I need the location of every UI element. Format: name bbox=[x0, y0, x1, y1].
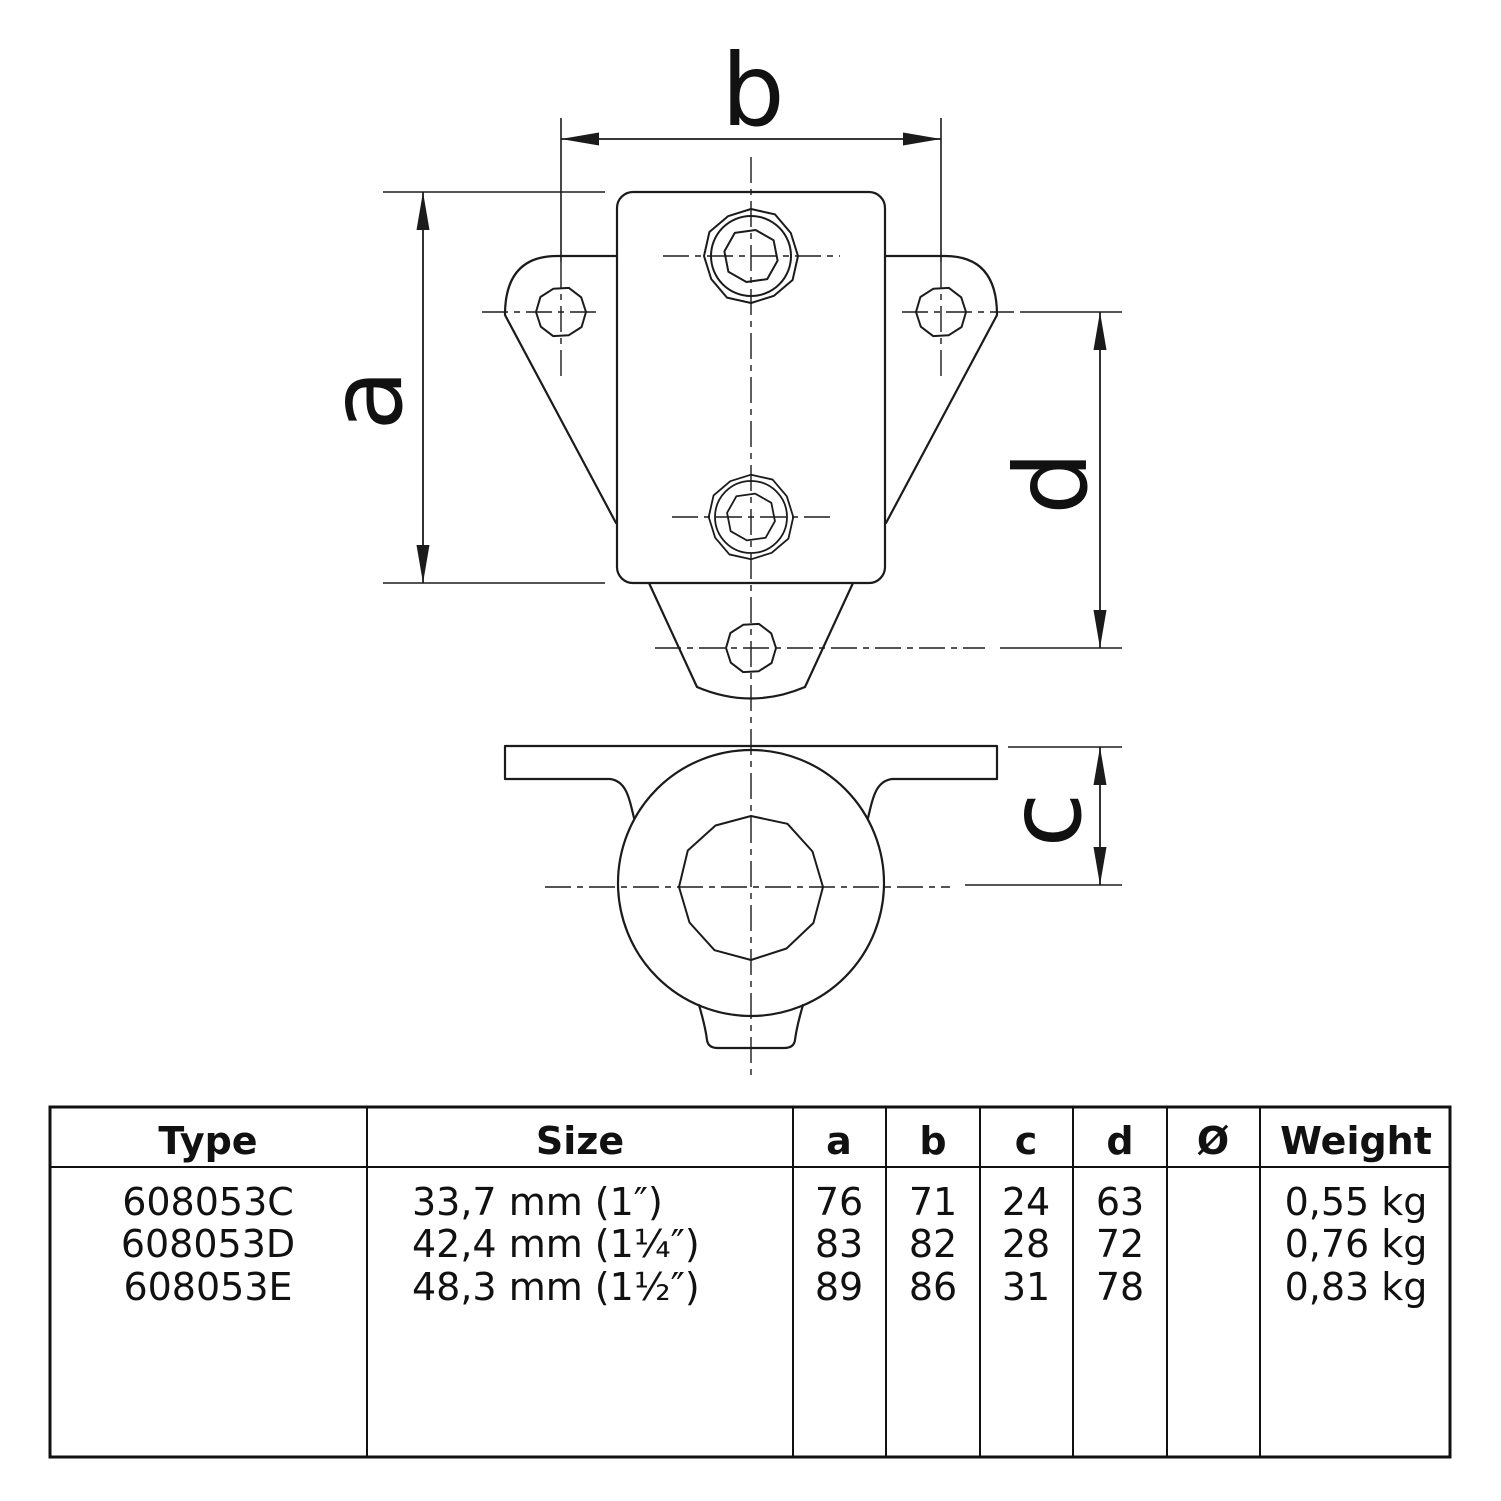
middle-setscrew-socket bbox=[726, 492, 776, 542]
dimension-d: d bbox=[993, 311, 1122, 649]
cell-c: 24 bbox=[1002, 1180, 1050, 1224]
dimension-c: c bbox=[965, 746, 1122, 886]
dim-label-c: c bbox=[987, 793, 1104, 848]
dim-a-arrow-down bbox=[416, 545, 430, 583]
cell-d: 63 bbox=[1096, 1180, 1144, 1224]
cell-d: 78 bbox=[1096, 1265, 1144, 1309]
flange-outline bbox=[503, 744, 999, 820]
table-row: 608053C 33,7 mm (1″) 76 71 24 63 0,55 kg bbox=[122, 1180, 1427, 1224]
dimension-a: a bbox=[308, 191, 605, 584]
top-setscrew-socket bbox=[723, 229, 779, 283]
header-a: a bbox=[826, 1119, 852, 1163]
dim-d-arrow-down bbox=[1093, 610, 1107, 648]
cell-d: 72 bbox=[1096, 1222, 1144, 1266]
dim-d-arrow-up bbox=[1093, 312, 1107, 350]
middle-setscrew-ring bbox=[714, 480, 788, 554]
header-d: d bbox=[1106, 1119, 1133, 1163]
cell-b: 82 bbox=[909, 1222, 957, 1266]
header-b: b bbox=[919, 1119, 946, 1163]
cell-size: 48,3 mm (1½″) bbox=[412, 1265, 700, 1309]
cell-c: 28 bbox=[1002, 1222, 1050, 1266]
dim-b-arrow-left bbox=[561, 132, 599, 146]
left-ear-outline bbox=[503, 254, 619, 525]
spec-table: Type Size a b c d Ø Weight 608053C 33,7 … bbox=[48, 1105, 1452, 1459]
cell-size: 42,4 mm (1¼″) bbox=[412, 1222, 700, 1266]
cell-c: 31 bbox=[1002, 1265, 1050, 1309]
cell-weight: 0,55 kg bbox=[1285, 1180, 1428, 1224]
dim-c-arrow-up bbox=[1093, 747, 1107, 785]
clamp-ring-outline bbox=[616, 748, 886, 1018]
cell-a: 83 bbox=[815, 1222, 863, 1266]
cell-weight: 0,83 kg bbox=[1285, 1265, 1428, 1309]
header-c: c bbox=[1015, 1119, 1038, 1163]
table-row: 608053D 42,4 mm (1¼″) 83 82 28 72 0,76 k… bbox=[121, 1222, 1428, 1266]
cell-b: 71 bbox=[909, 1180, 957, 1224]
header-size: Size bbox=[536, 1119, 624, 1163]
dim-label-a: a bbox=[308, 369, 425, 430]
header-type: Type bbox=[158, 1119, 257, 1163]
cell-type: 608053D bbox=[121, 1222, 295, 1266]
tab-hole bbox=[725, 622, 777, 674]
dimension-b: b bbox=[560, 32, 942, 262]
cell-type: 608053C bbox=[122, 1180, 294, 1224]
top-setscrew-boss bbox=[703, 208, 799, 304]
dim-b-arrow-right bbox=[903, 132, 941, 146]
cell-a: 89 bbox=[815, 1265, 863, 1309]
cell-weight: 0,76 kg bbox=[1285, 1222, 1428, 1266]
cell-type: 608053E bbox=[123, 1265, 292, 1309]
table-header-row: Type Size a b c d Ø Weight bbox=[158, 1119, 1431, 1163]
cell-a: 76 bbox=[815, 1180, 863, 1224]
bottom-lug-outline bbox=[697, 1003, 805, 1050]
dim-c-arrow-down bbox=[1093, 847, 1107, 885]
bottom-tab-outline bbox=[647, 581, 855, 700]
bottom-view: c bbox=[503, 744, 1122, 1050]
cell-b: 86 bbox=[909, 1265, 957, 1309]
dim-a-arrow-up bbox=[416, 192, 430, 230]
header-diameter: Ø bbox=[1197, 1119, 1229, 1163]
dim-label-d: d bbox=[993, 451, 1110, 514]
cell-size: 33,7 mm (1″) bbox=[412, 1180, 663, 1224]
table-border bbox=[48, 1105, 1452, 1459]
right-ear-outline bbox=[883, 254, 999, 525]
front-view: a b d bbox=[308, 32, 1122, 1078]
table-row: 608053E 48,3 mm (1½″) 89 86 31 78 0,83 k… bbox=[123, 1265, 1427, 1309]
header-weight: Weight bbox=[1280, 1119, 1432, 1163]
clamp-body-outline bbox=[615, 190, 887, 585]
dim-label-b: b bbox=[721, 32, 784, 149]
